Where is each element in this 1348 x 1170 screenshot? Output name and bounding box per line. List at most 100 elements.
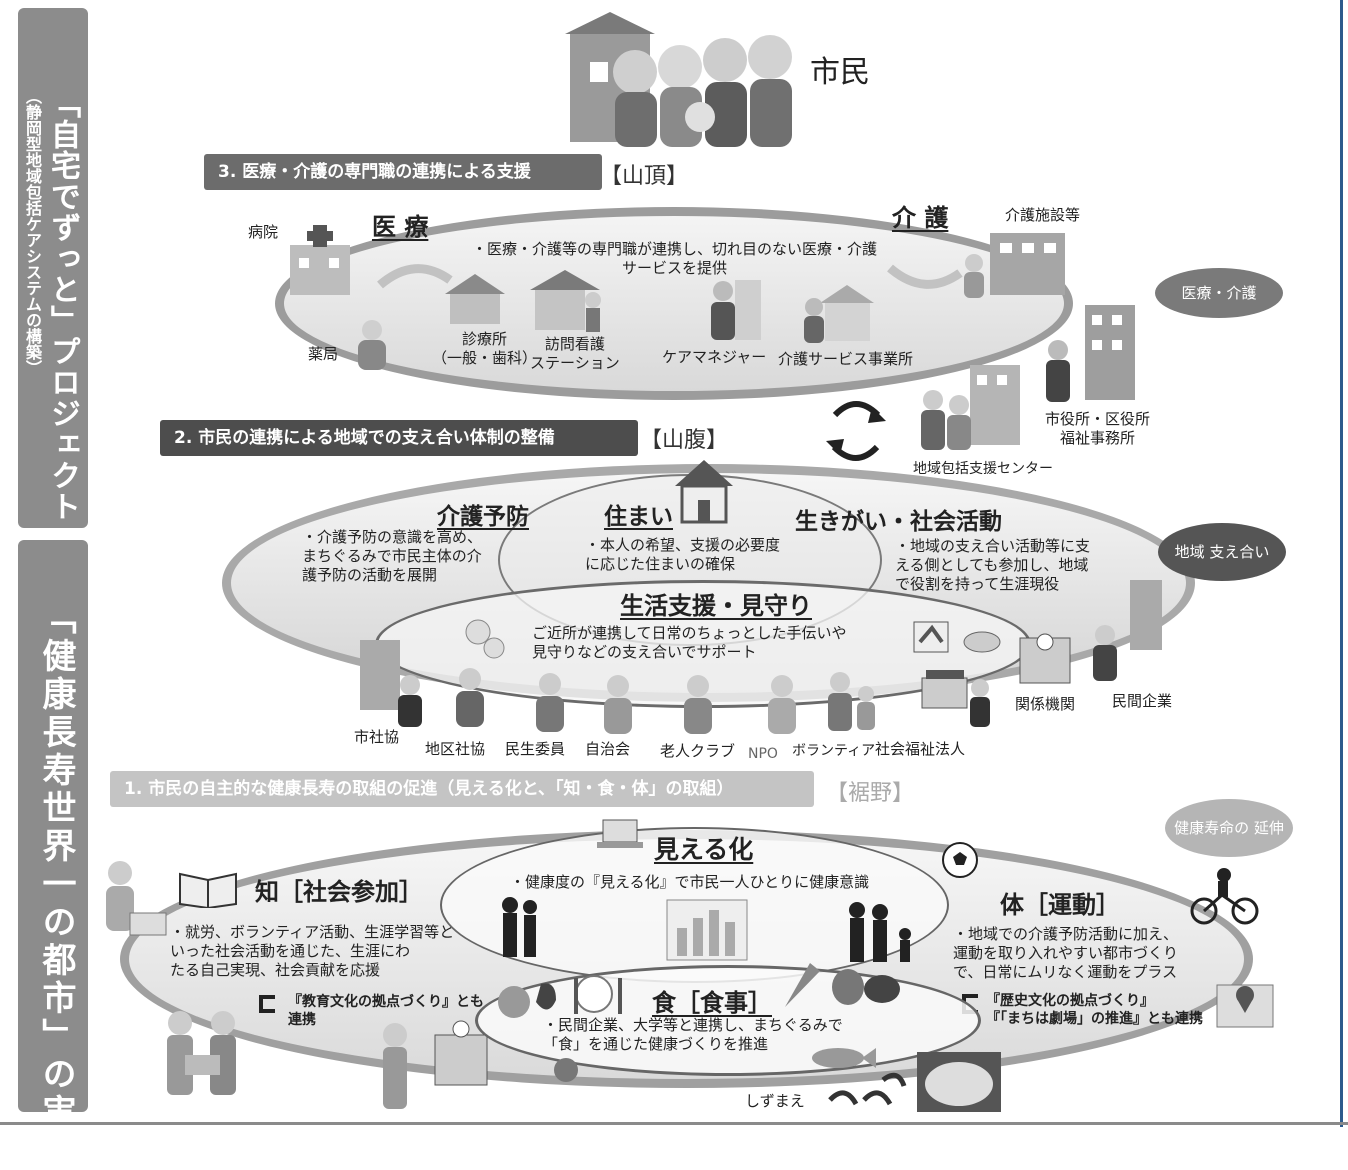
label-city-council: 市社協	[354, 728, 400, 746]
social-welfare-corp-icon	[921, 670, 990, 727]
school-and-person-icon	[383, 1020, 488, 1109]
elder-laptop-icon	[106, 861, 167, 936]
cycle-arrow-right-icon	[887, 264, 963, 289]
citizens-family-icon	[565, 12, 792, 147]
medical-heading: 医 療	[372, 213, 429, 241]
food-text: ・民間企業、大学等と連携し、まちぐるみで 「食」を通じた健康づくりを推進	[543, 1016, 843, 1053]
prevention-text: ・介護予防の意識を高め、 まちぐるみで市民主体の介 護予防の活動を展開	[302, 528, 483, 584]
knowledge-heading: 知［社会参加］	[255, 878, 423, 906]
tier3-description: ・医療・介護等の専門職が連携し、切れ目のない医療・介護 サービスを提供	[471, 240, 877, 277]
tier3-ellipse	[275, 207, 1073, 400]
tableware-icon	[465, 619, 505, 659]
tier1-banner: 1. 市民の自主的な健康長寿の取組の促進（見える化と、「知・食・体」の取組）	[110, 771, 814, 807]
laptop-icon	[597, 819, 643, 848]
related-agency-icon	[1019, 633, 1071, 684]
body-note: 『歴史文化の拠点づくり』 『「まちは劇場」の推進』とも連携	[986, 993, 1203, 1027]
npo-person-icon	[768, 675, 796, 734]
clinic-label: 診療所 （一般・歯科）	[432, 330, 538, 367]
pharmacist-icon	[358, 320, 386, 370]
project-title: 「自宅でずっと」プロジェクト	[45, 88, 80, 522]
cyclist-icon	[1190, 868, 1259, 925]
house-icon	[675, 460, 733, 524]
support-center-icon	[921, 365, 1020, 450]
housing-heading: 住まい	[604, 504, 673, 530]
body-text: ・地域での介護予防活動に加え、 運動を取り入れやすい都市づくり で、日常にムリな…	[953, 925, 1179, 981]
body-heading: 体［運動］	[1000, 891, 1120, 919]
senior-club-icon	[684, 675, 712, 734]
shizumae-label: しずまえ	[745, 1092, 805, 1110]
prevention-heading: 介護予防	[437, 504, 529, 530]
support-text: ご近所が連携して日常のちょっとした手伝いや 見守りなどの支え合いでサポート	[532, 624, 847, 661]
label-volunteer: ボランティア	[792, 743, 876, 759]
pharmacy-label: 薬局	[308, 345, 339, 363]
soccer-ball-icon	[942, 842, 978, 878]
care-service-label: 介護サービス事業所	[778, 350, 914, 368]
support-heading: 生活支援・見守り	[620, 592, 812, 620]
label-neighborhood-assoc: 自治会	[585, 740, 631, 758]
neighborhood-assoc-icon	[604, 675, 632, 734]
label-related-agency: 関係機関	[1015, 695, 1076, 713]
welfare-commissioner-icon	[536, 673, 564, 732]
label-npo: NPO	[748, 746, 778, 762]
care-facility-icon	[964, 233, 1065, 298]
family-silhouette-icon	[849, 902, 911, 962]
bar-chart-icon	[666, 899, 748, 961]
label-social-welfare-corp: 社会福祉法人	[875, 740, 966, 758]
cycle-arrows-icon	[826, 401, 886, 461]
farmers-icon	[167, 1011, 236, 1095]
care-manager-icon	[711, 280, 761, 340]
district-council-person-icon	[456, 668, 484, 727]
goal-title: 「健康長寿世界一の都市」の実現	[36, 600, 76, 1170]
care-manager-label: ケアマネジャー	[662, 348, 767, 366]
ikigai-text: ・地域の支え合い活動等に支 える側としても参加し、地域 で役割を持って生涯現役	[895, 537, 1091, 593]
label-senior-club: 老人クラブ	[660, 742, 736, 760]
diagram-page: 「自宅でずっと」プロジェクト （静岡型地域包括ケアシステムの構築） 「健康長寿世…	[0, 0, 1348, 1127]
project-panel: 「自宅でずっと」プロジェクト （静岡型地域包括ケアシステムの構築）	[18, 8, 88, 528]
tier3-banner: 3. 医療・介護の専門職の連携による支援	[204, 154, 602, 190]
care-facility-label: 介護施設等	[1005, 206, 1081, 224]
hospital-icon	[290, 225, 350, 295]
label-welfare-commissioner: 民生委員	[505, 740, 566, 758]
shirasu-dish-icon	[917, 1052, 1001, 1112]
city-office-label: 市役所・区役所 福祉事務所	[1045, 410, 1151, 447]
tag-medical-care: 医療・介護	[1155, 268, 1283, 318]
city-office-icon	[1046, 305, 1135, 402]
tier2-banner: 2. 市民の連携による地域での支え合い体制の整備	[160, 420, 638, 456]
tomato-icon	[554, 1058, 578, 1082]
label-district-council: 地区社協	[425, 740, 486, 758]
map-pin-icon	[1216, 984, 1274, 1028]
support-center-label: 地域包括支援センター	[913, 461, 1053, 477]
hospital-label: 病院	[248, 223, 279, 241]
city-social-welfare-icon	[360, 640, 422, 727]
shrimp-icon	[828, 1090, 893, 1106]
food-heading: 食［食事］	[652, 989, 772, 1017]
housing-text: ・本人の希望、支援の必要度 に応じた住まいの確保	[585, 536, 781, 573]
tag-healthy-life: 健康寿命の 延伸	[1165, 799, 1293, 857]
tier1-bracket: 【裾野】	[826, 781, 915, 806]
clinic-icon	[445, 274, 505, 324]
book-icon	[179, 872, 237, 908]
visualization-heading: 見える化	[654, 835, 754, 864]
care-service-icon	[804, 285, 874, 343]
frame-right-border	[1340, 0, 1343, 1127]
fish-and-shrimp-icon	[812, 1048, 907, 1087]
project-subtitle: （静岡型地域包括ケアシステムの構築）	[23, 88, 42, 376]
private-company-icon	[1093, 580, 1162, 681]
fruit-and-cutlery-icon	[498, 975, 622, 1018]
frame-bottom-border	[0, 1122, 1348, 1125]
tag-community-support: 地域 支え合い	[1158, 523, 1286, 581]
visualization-text: ・健康度の『見える化』で市民一人ひとりに健康意識	[510, 873, 870, 891]
cycle-arrow-left-icon	[377, 264, 453, 289]
visiting-nurse-icon	[530, 270, 601, 332]
knowledge-note: 『教育文化の拠点づくり』とも 連携	[288, 994, 484, 1028]
link-arrow-left-icon	[259, 995, 275, 1013]
knowledge-text: ・就労、ボランティア活動、生涯学習等と いった社会活動を通じた、生涯にわ たる自…	[170, 923, 455, 979]
ikigai-heading: 生きがい・社会活動	[795, 509, 1002, 535]
vegetables-icon	[785, 963, 900, 1007]
goal-panel: 「健康長寿世界一の都市」の実現	[18, 540, 88, 1170]
visiting-nurse-label: 訪問看護 ステーション	[530, 335, 620, 372]
care-heading: 介 護	[892, 204, 949, 232]
label-private-company: 民間企業	[1112, 692, 1173, 710]
tier2-bracket: 【山腹】	[640, 428, 729, 453]
dog-and-cup-icon	[913, 621, 1001, 653]
